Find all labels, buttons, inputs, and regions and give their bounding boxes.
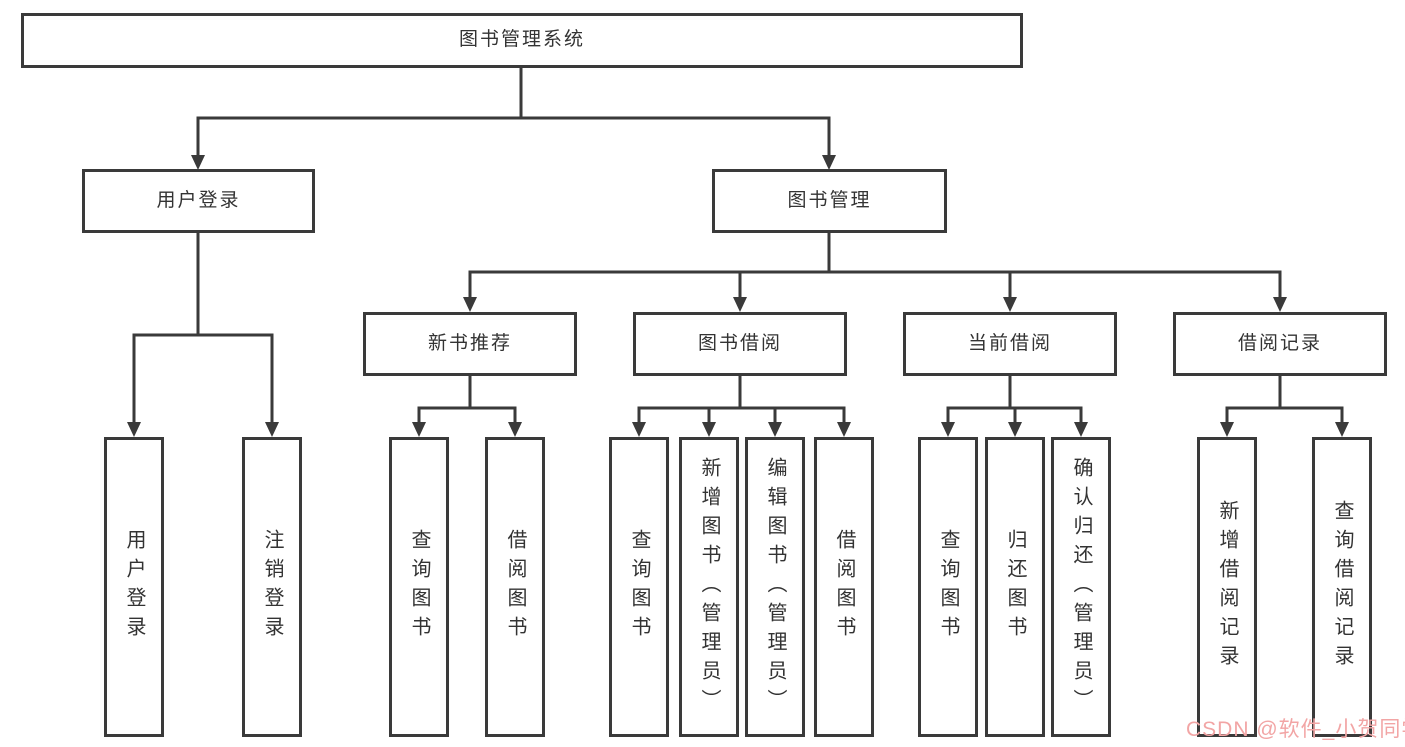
node-borrow-records-label: 借阅记录 — [1237, 332, 1322, 354]
leaf-br-query-record: 查询借阅记录 — [1312, 437, 1372, 737]
node-new-book-recommend-label: 新书推荐 — [427, 332, 512, 354]
node-book-borrow: 图书借阅 — [633, 312, 847, 376]
node-borrow-records: 借阅记录 — [1173, 312, 1387, 376]
node-current-borrow: 当前借阅 — [903, 312, 1117, 376]
node-root-label: 图书管理系统 — [458, 29, 585, 51]
leaf-cb-confirm-return-admin-label: 确认归还（管理员） — [1070, 456, 1092, 718]
csdn-watermark: CSDN @软件_小贺同学 — [1186, 718, 1405, 741]
node-root-system: 图书管理系统 — [21, 13, 1023, 68]
arrowheads — [127, 155, 1349, 437]
leaf-rec-borrow-books-label: 借阅图书 — [504, 529, 526, 645]
leaf-br-query-record-label: 查询借阅记录 — [1331, 500, 1353, 674]
node-book-borrow-label: 图书借阅 — [697, 332, 782, 354]
leaf-bb-edit-books-admin-label: 编辑图书（管理员） — [764, 456, 786, 718]
leaf-logout: 注销登录 — [242, 437, 302, 737]
leaf-br-add-record-label: 新增借阅记录 — [1216, 500, 1238, 674]
leaf-bb-query-books-label: 查询图书 — [628, 529, 650, 645]
node-new-book-recommend: 新书推荐 — [363, 312, 577, 376]
node-user-login: 用户登录 — [82, 169, 315, 233]
leaf-rec-query-books-label: 查询图书 — [408, 529, 430, 645]
leaf-cb-return-books: 归还图书 — [985, 437, 1045, 737]
node-book-management: 图书管理 — [712, 169, 947, 233]
node-user-login-label: 用户登录 — [156, 189, 241, 211]
leaf-user-login: 用户登录 — [104, 437, 164, 737]
leaf-logout-label: 注销登录 — [261, 529, 283, 645]
leaf-cb-confirm-return-admin: 确认归还（管理员） — [1051, 437, 1111, 737]
node-current-borrow-label: 当前借阅 — [967, 332, 1052, 354]
leaf-bb-add-books-admin-label: 新增图书（管理员） — [698, 456, 720, 718]
leaf-bb-borrow-books: 借阅图书 — [814, 437, 874, 737]
leaf-rec-query-books: 查询图书 — [389, 437, 449, 737]
leaf-cb-return-books-label: 归还图书 — [1004, 529, 1026, 645]
leaf-bb-add-books-admin: 新增图书（管理员） — [679, 437, 739, 737]
leaf-bb-edit-books-admin: 编辑图书（管理员） — [745, 437, 805, 737]
leaf-cb-query-books: 查询图书 — [918, 437, 978, 737]
node-book-management-label: 图书管理 — [787, 189, 872, 211]
leaf-bb-borrow-books-label: 借阅图书 — [833, 529, 855, 645]
leaf-bb-query-books: 查询图书 — [609, 437, 669, 737]
leaf-br-add-record: 新增借阅记录 — [1197, 437, 1257, 737]
leaf-cb-query-books-label: 查询图书 — [937, 529, 959, 645]
leaf-rec-borrow-books: 借阅图书 — [485, 437, 545, 737]
leaf-user-login-label: 用户登录 — [123, 529, 145, 645]
